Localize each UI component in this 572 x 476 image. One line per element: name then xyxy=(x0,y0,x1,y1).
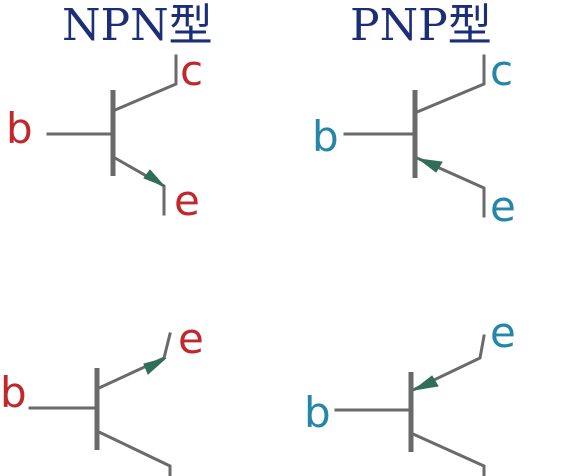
npn-top-emitter-arrow xyxy=(143,169,165,187)
pnp-bottom-base-label: b xyxy=(304,388,331,437)
npn-bottom-emitter-label: e xyxy=(178,314,204,363)
pnp-top-collector-label: c xyxy=(490,46,514,95)
pnp-top-emitter-label: e xyxy=(490,182,516,231)
npn-top-emitter-label: e xyxy=(174,176,200,225)
pnp-bottom-emitter-lead xyxy=(410,334,486,393)
npn-symbol-top xyxy=(46,54,178,216)
pnp-bottom-emitter-arrow xyxy=(413,375,439,391)
npn-title: NPN型 xyxy=(62,0,213,51)
pnp-bottom-emitter-label: e xyxy=(490,308,516,357)
pnp-top-emitter-arrow xyxy=(417,158,443,173)
pnp-title: PNP型 xyxy=(350,0,492,51)
npn-bottom-collector-lead xyxy=(96,429,172,476)
pnp-top-emitter-lead xyxy=(415,156,486,218)
npn-top-base-label: b xyxy=(6,104,33,153)
npn-bottom-emitter-lead xyxy=(97,332,172,390)
pnp-top-collector-lead xyxy=(415,54,486,114)
npn-top-collector-lead xyxy=(113,54,178,112)
npn-top-emitter-lead xyxy=(112,155,166,216)
npn-top-collector-label: c xyxy=(180,46,204,95)
npn-bottom-base-label: b xyxy=(0,368,27,417)
pnp-bottom-collector-lead xyxy=(411,432,486,476)
pnp-symbol-bottom xyxy=(334,334,486,476)
npn-symbol-bottom xyxy=(28,332,172,476)
pnp-symbol-top xyxy=(343,54,486,218)
pnp-top-base-label: b xyxy=(312,112,339,161)
npn-bottom-emitter-arrow xyxy=(143,357,167,375)
